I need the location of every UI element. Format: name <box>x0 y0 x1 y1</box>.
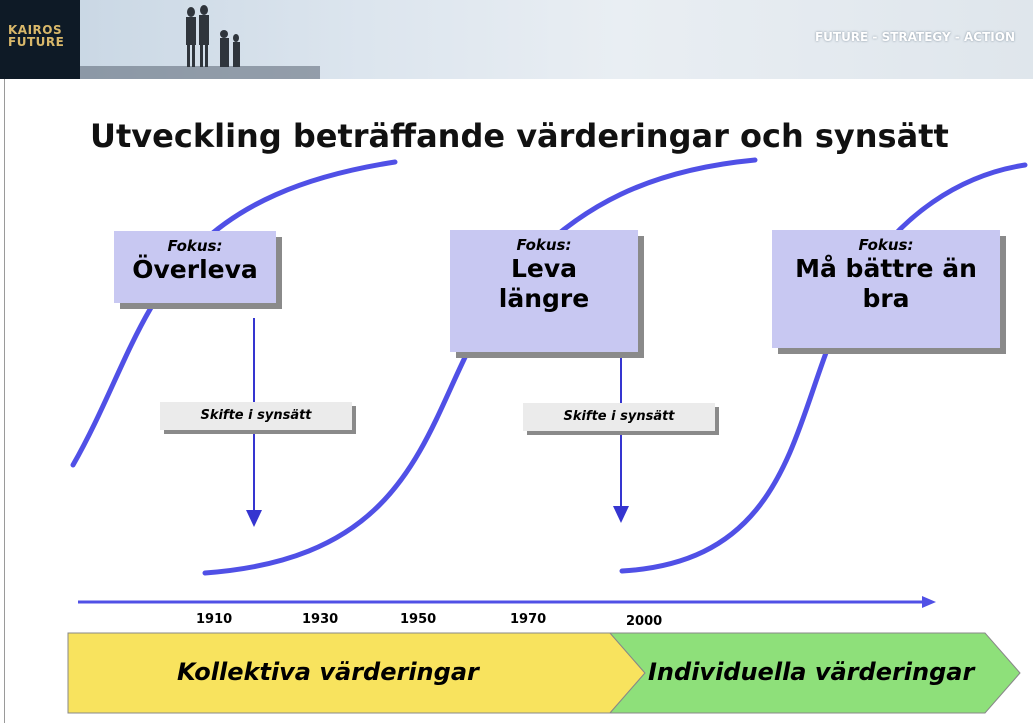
shift-box-1: Skifte i synsätt <box>160 402 352 430</box>
s-curve-3 <box>619 162 1028 574</box>
logo-line-1: KAIROS <box>8 23 63 37</box>
tick-label-1930: 1930 <box>302 612 339 627</box>
shift-arrow-1-head <box>246 510 262 527</box>
logo-line-2: FUTURE <box>8 35 65 49</box>
focus-box-ma-battre-an-bra: Fokus: Må bättre än bra <box>772 230 1000 348</box>
tick-label-1910: 1910 <box>196 612 233 627</box>
focus-value-line-2: längre <box>498 284 590 313</box>
slide-title: Utveckling beträffande värderingar och s… <box>90 117 949 155</box>
header-tagline: FUTURE - STRATEGY - ACTION <box>814 30 1015 44</box>
left-border-line <box>4 79 5 723</box>
band-individuella <box>608 632 1021 714</box>
kairos-future-logo: KAIROS FUTURE <box>0 0 80 79</box>
shift-box-2: Skifte i synsätt <box>523 403 715 431</box>
focus-label: Fokus: <box>516 236 572 254</box>
shift-arrow-2-head <box>613 506 629 523</box>
focus-value-line-1: Leva <box>510 254 578 283</box>
band-label-individuella: Individuella värderingar <box>648 658 975 686</box>
header-banner: KAIROS FUTURE FUTURE - STRATEGY - ACTION <box>0 0 1033 79</box>
timeline-arrowhead <box>922 596 936 608</box>
focus-value-line-2: bra <box>862 284 910 313</box>
focus-label: Fokus: <box>858 236 914 254</box>
tick-label-1950: 1950 <box>400 612 437 627</box>
focus-box-overleva: Fokus: Överleva <box>114 231 276 303</box>
focus-label: Fokus: <box>167 237 223 255</box>
focus-value-line-1: Överleva <box>132 255 258 284</box>
focus-box-leva-langre: Fokus: Leva längre <box>450 230 638 352</box>
band-label-kollektiva: Kollektiva värderingar <box>177 658 479 686</box>
s-curve-2 <box>202 157 758 576</box>
tick-label-1970: 1970 <box>510 612 547 627</box>
focus-value-line-1: Må bättre än <box>795 254 977 283</box>
header-silhouette-people-icon <box>80 5 320 79</box>
tick-label-2000: 2000 <box>626 614 663 629</box>
